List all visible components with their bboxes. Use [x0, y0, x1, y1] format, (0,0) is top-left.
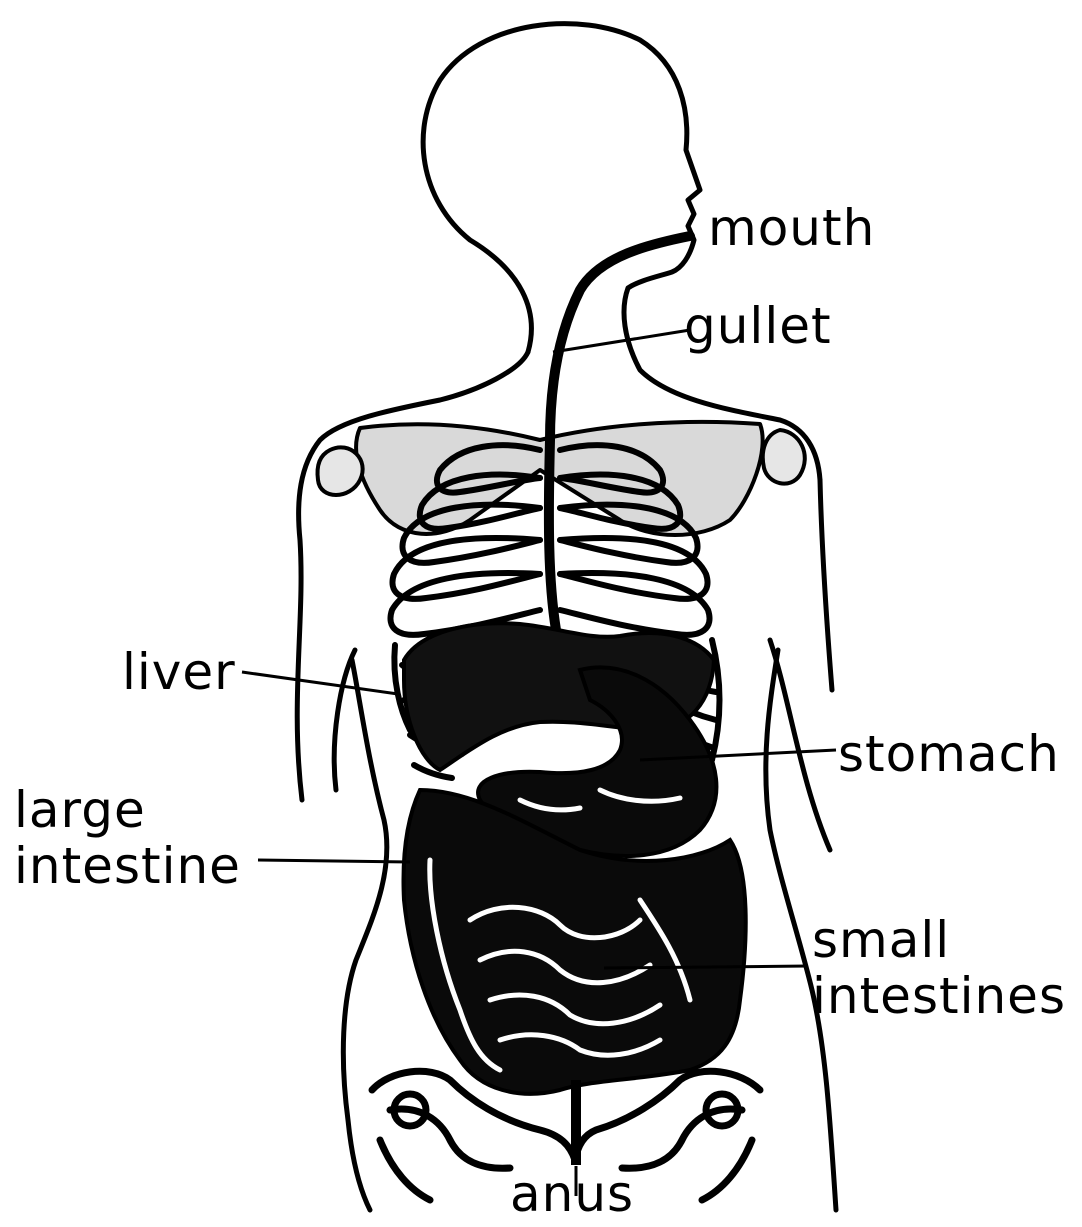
large-intestine-leader — [258, 860, 410, 862]
label-anus: anus — [510, 1168, 634, 1220]
gullet-leader — [553, 330, 690, 352]
label-small-intestines-line1: small — [812, 912, 1066, 968]
label-mouth: mouth — [708, 202, 875, 254]
label-liver: liver — [122, 646, 236, 698]
label-stomach: stomach — [838, 728, 1060, 780]
label-large-intestine: large intestine — [14, 782, 241, 894]
label-gullet: gullet — [684, 300, 832, 352]
liver-leader — [242, 672, 398, 694]
right-shoulder-joint — [763, 430, 805, 484]
right-inner-arm — [770, 640, 830, 850]
label-small-intestines: small intestines — [812, 912, 1066, 1024]
left-waist-outline — [343, 660, 387, 1210]
small-intestines-leader — [604, 966, 808, 968]
left-shoulder-joint — [318, 447, 363, 495]
right-arm-outline — [820, 480, 832, 690]
label-small-intestines-line2: intestines — [812, 968, 1066, 1024]
label-large-intestine-line1: large — [14, 782, 241, 838]
label-large-intestine-line2: intestine — [14, 838, 241, 894]
